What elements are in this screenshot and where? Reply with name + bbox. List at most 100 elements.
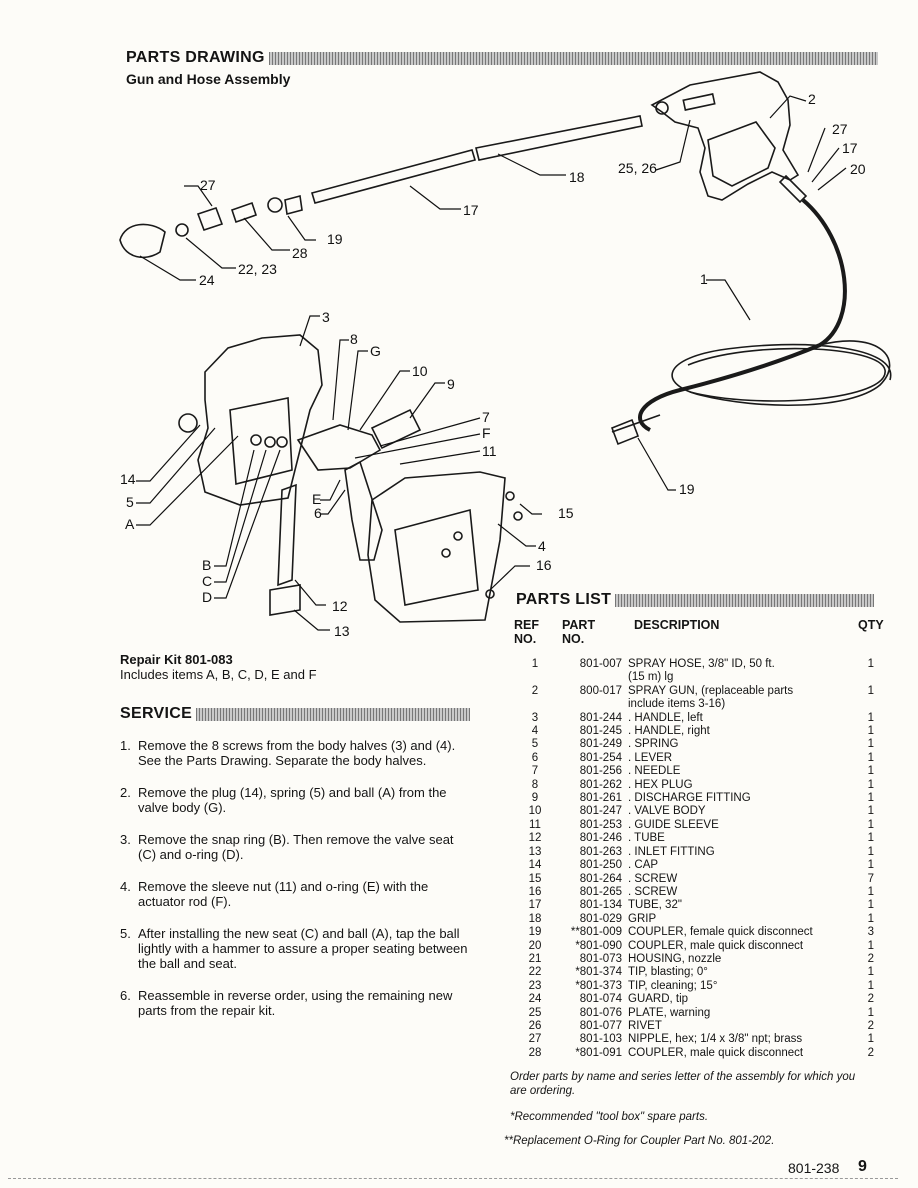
cell-part-number: 801-262 — [579, 778, 622, 791]
repair-kit-title: Repair Kit 801-083 — [120, 652, 233, 667]
callout-11: 11 — [482, 443, 497, 459]
cell-part-number: **801-009 — [570, 926, 622, 939]
cell-ref: 9 — [531, 792, 539, 805]
callout-13: 13 — [334, 623, 350, 639]
cell-part-number: 801-134 — [579, 899, 622, 912]
cell-description: . GUIDE SLEEVE — [628, 819, 858, 832]
cell-ref: 15 — [528, 872, 542, 885]
callout-C: C — [202, 573, 212, 589]
col-qty: QTY — [858, 618, 884, 632]
order-note: Order parts by name and series letter of… — [510, 1071, 856, 1097]
spray-hose — [638, 198, 847, 432]
header-rule — [268, 51, 878, 65]
cell-part-number: 801-250 — [579, 859, 622, 872]
callout-20: 20 — [850, 161, 866, 177]
spray-gun-guard — [707, 121, 776, 187]
callout-F: F — [482, 425, 491, 441]
cell-part-number: 801-265 — [579, 885, 622, 898]
service-step: 3.Remove the snap ring (B). Then remove … — [120, 832, 454, 862]
cell-ref: 10 — [528, 805, 542, 818]
cell-description: HOUSING, nozzle — [628, 953, 858, 966]
description-line: NIPPLE, hex; 1/4 x 3/8" npt; brass — [628, 1033, 803, 1046]
cell-description: COUPLER, male quick disconnect — [628, 940, 858, 953]
cell-ref: 19 — [528, 926, 542, 939]
description-line: . VALVE BODY — [628, 805, 706, 818]
callout-9: 9 — [447, 376, 455, 392]
cell-description: . INLET FITTING — [628, 846, 858, 859]
cell-description: . SPRING — [628, 738, 858, 751]
cell-ref: 27 — [528, 1033, 542, 1046]
description-line: . SCREW — [628, 885, 678, 898]
handle-right — [367, 471, 506, 623]
header-rule — [196, 707, 470, 721]
cell-part-number: 801-103 — [579, 1033, 622, 1046]
cell-description: . HEX PLUG — [628, 779, 858, 792]
callout-D: D — [202, 589, 212, 605]
cell-quantity: 1 — [867, 684, 875, 697]
description-line: HOUSING, nozzle — [628, 952, 722, 965]
header-rule — [615, 593, 874, 607]
cell-quantity: 2 — [867, 1046, 875, 1059]
col-desc: DESCRIPTION — [634, 618, 720, 632]
callout-28: 28 — [292, 245, 308, 261]
lever — [344, 460, 383, 561]
service-title: SERVICE — [120, 705, 193, 722]
cell-quantity: 1 — [867, 818, 875, 831]
callout-15: 15 — [558, 505, 574, 521]
cell-part-number: 801-247 — [579, 805, 622, 818]
cell-ref: 20 — [528, 939, 542, 952]
service-step: 1.Remove the 8 screws from the body halv… — [120, 738, 456, 768]
cell-ref: 1 — [531, 658, 539, 670]
cell-description: . LEVER — [628, 752, 858, 765]
cell-quantity: 1 — [867, 939, 875, 952]
cell-description: RIVET — [628, 1020, 858, 1033]
cell-quantity: 1 — [867, 1033, 875, 1046]
cell-quantity: 7 — [867, 872, 875, 885]
cell-ref: 12 — [528, 832, 542, 845]
cell-quantity: 2 — [867, 1019, 875, 1032]
cell-part-number: 801-263 — [579, 845, 622, 858]
cell-part-number: 801-261 — [579, 792, 622, 805]
cell-ref: 18 — [528, 912, 542, 925]
cell-ref: 13 — [528, 845, 542, 858]
cell-quantity: 1 — [867, 832, 875, 845]
cell-ref: 26 — [528, 1019, 542, 1032]
cell-description: COUPLER, female quick disconnect — [628, 926, 858, 939]
cell-description: TUBE, 32" — [628, 899, 858, 912]
description-line: SPRAY GUN, (replaceable parts — [628, 684, 794, 697]
cell-ref: 16 — [528, 885, 542, 898]
cell-part-number: 801-076 — [579, 1006, 622, 1019]
description-line: . DISCHARGE FITTING — [628, 792, 751, 805]
cell-ref: 24 — [528, 993, 542, 1006]
cell-ref: 6 — [531, 751, 539, 764]
parts-table-header: REF NO. PART NO. DESCRIPTION QTY — [508, 618, 884, 646]
description-line: . CAP — [628, 859, 659, 872]
cell-quantity: 1 — [867, 792, 875, 805]
handle-left — [197, 334, 323, 506]
description-line: TUBE, 32" — [628, 899, 682, 912]
description-line: . LEVER — [628, 751, 673, 764]
callout-14: 14 — [120, 471, 136, 487]
cell-quantity: 1 — [867, 912, 875, 925]
callout-8: 8 — [350, 331, 358, 347]
callout-B: B — [202, 557, 211, 573]
cell-quantity: 2 — [867, 993, 875, 1006]
cell-part-number: 801-253 — [579, 818, 622, 831]
cell-description: . VALVE BODY — [628, 805, 858, 818]
description-line: COUPLER, male quick disconnect — [628, 1046, 804, 1059]
callout-12: 12 — [332, 598, 348, 614]
cell-description: . SCREW — [628, 886, 858, 899]
callout-19c: 19 — [679, 481, 695, 497]
cell-quantity: 2 — [867, 952, 875, 965]
callout-4: 4 — [538, 538, 546, 554]
cell-ref: 8 — [531, 778, 539, 791]
cell-part-number: 801-254 — [579, 751, 622, 764]
cell-quantity: 1 — [867, 966, 875, 979]
cell-quantity: 1 — [867, 765, 875, 778]
